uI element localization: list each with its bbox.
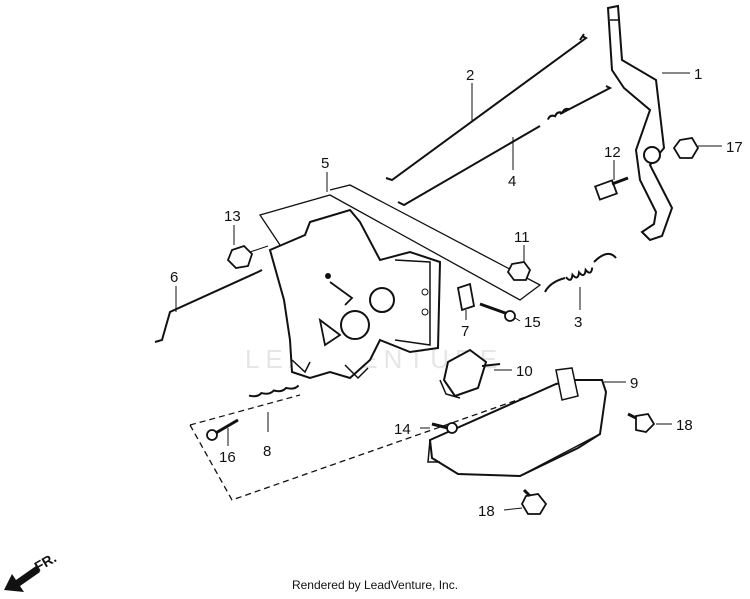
callout-14: 14 (394, 421, 411, 438)
assembly-outline-lower (189, 384, 561, 501)
part-15-screw[interactable] (479, 302, 516, 322)
part-8-spring[interactable] (248, 372, 300, 410)
callout-7: 7 (461, 323, 469, 340)
callout-1: 1 (694, 66, 702, 83)
part-12-bolt[interactable] (593, 176, 629, 201)
part-17-nut[interactable] (672, 137, 700, 159)
callout-17: 17 (726, 139, 743, 156)
callout-9: 9 (630, 375, 638, 392)
callout-5: 5 (321, 155, 329, 172)
assembly-outline (258, 184, 542, 301)
front-arrow-icon (4, 566, 40, 592)
part-1-lever[interactable] (606, 4, 674, 242)
callout-15: 15 (524, 314, 541, 331)
part-18-bolt-right[interactable] (627, 412, 656, 433)
part-11-nut[interactable] (506, 261, 532, 281)
part-2-rod[interactable] (385, 35, 588, 182)
part-13-nut[interactable] (226, 244, 269, 269)
callout-3: 3 (574, 314, 582, 331)
footer-credit: Rendered by LeadVenture, Inc. (291, 578, 459, 592)
callout-2: 2 (466, 67, 474, 84)
callout-13: 13 (224, 208, 241, 225)
part-14-screw[interactable] (431, 422, 458, 434)
part-3-spring[interactable] (544, 252, 617, 293)
callout-18-right: 18 (676, 417, 693, 434)
part-10-switch[interactable] (439, 348, 501, 399)
callout-11: 11 (514, 229, 530, 246)
part-16-screw[interactable] (206, 418, 239, 441)
callout-12: 12 (604, 144, 621, 161)
callout-16: 16 (219, 449, 236, 466)
callout-8: 8 (263, 443, 271, 460)
part-7-clip[interactable] (456, 282, 476, 312)
callout-10: 10 (516, 363, 533, 380)
callout-6: 6 (170, 269, 178, 286)
part-4-spring-rod[interactable] (397, 85, 613, 207)
part-6-rod[interactable] (154, 269, 263, 343)
part-18-bolt-bottom[interactable] (520, 488, 548, 515)
part-5-bracket[interactable] (268, 208, 442, 380)
callout-4: 4 (508, 173, 516, 190)
callout-18-bottom: 18 (478, 503, 495, 520)
part-9-cover[interactable] (427, 367, 608, 478)
